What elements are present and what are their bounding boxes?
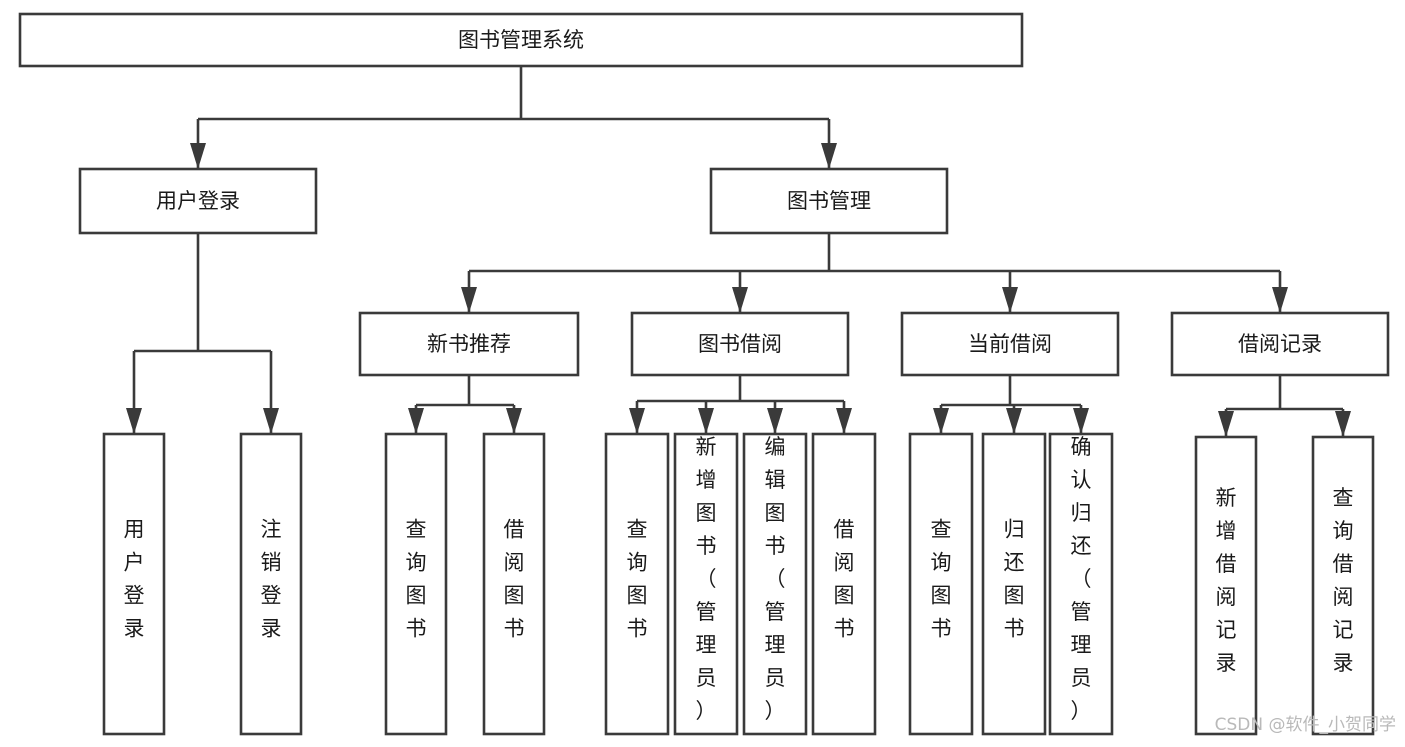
diagram-nodes: 图书管理系统用户登录图书管理新书推荐图书借阅当前借阅借阅记录用户登录注销登录查询… (18, 12, 1390, 736)
node-current-borrow[interactable]: 当前借阅 (900, 311, 1120, 377)
node-book-manage-rect (709, 167, 949, 235)
node-root-rect (18, 12, 1024, 68)
node-leaf-confirm-return-label: 确认归还（管理员） (1071, 435, 1092, 723)
node-book-borrow-label: 图书借阅 (698, 332, 782, 356)
node-book-manage-label: 图书管理 (787, 189, 871, 213)
node-leaf-confirm-return-rect (1048, 432, 1114, 736)
node-leaf-borrow-book-1-label: 借阅图书 (504, 518, 525, 641)
node-leaf-borrow-book-2[interactable]: 借阅图书 (811, 432, 877, 736)
node-leaf-query-book-3[interactable]: 查询图书 (908, 432, 974, 736)
node-current-borrow-label: 当前借阅 (968, 332, 1052, 356)
bookmanage-to-l2-arrow-1 (732, 287, 748, 313)
node-leaf-query-book-1[interactable]: 查询图书 (384, 432, 448, 736)
node-leaf-return-book[interactable]: 归还图书 (981, 432, 1047, 736)
node-leaf-query-record[interactable]: 查询借阅记录 (1311, 435, 1375, 736)
node-current-borrow-rect (900, 311, 1120, 377)
currentborrow-to-leaf-arrow-1 (1006, 408, 1022, 434)
borrowrecord-to-leaf-arrow-1 (1335, 411, 1351, 437)
node-leaf-edit-book[interactable]: 编辑图书（管理员） (742, 432, 808, 736)
node-leaf-confirm-return[interactable]: 确认归还（管理员） (1048, 432, 1114, 736)
node-leaf-query-book-2-rect (604, 432, 670, 736)
node-leaf-edit-book-rect (742, 432, 808, 736)
node-leaf-user-login-label: 用户登录 (124, 518, 145, 641)
node-leaf-add-record-label: 新增借阅记录 (1216, 486, 1237, 675)
node-root-label: 图书管理系统 (458, 28, 584, 52)
node-leaf-add-record[interactable]: 新增借阅记录 (1194, 435, 1258, 736)
node-leaf-query-record-rect (1311, 435, 1375, 736)
userlogin-to-leaf-arrow-0 (126, 408, 142, 434)
connector-lines (126, 66, 1351, 437)
node-leaf-query-book-1-label: 查询图书 (406, 518, 427, 641)
root-to-l1-arrow-0 (190, 143, 206, 169)
root-to-l1-arrow-1 (821, 143, 837, 169)
node-leaf-borrow-book-2-label: 借阅图书 (834, 518, 855, 641)
bookmanage-to-l2-arrow-3 (1272, 287, 1288, 313)
node-leaf-add-book-rect (673, 432, 739, 736)
node-leaf-query-book-2[interactable]: 查询图书 (604, 432, 670, 736)
node-leaf-user-login[interactable]: 用户登录 (102, 432, 166, 736)
node-leaf-return-book-rect (981, 432, 1047, 736)
currentborrow-to-leaf-arrow-0 (933, 408, 949, 434)
node-leaf-add-book[interactable]: 新增图书（管理员） (673, 432, 739, 736)
node-book-borrow-rect (630, 311, 850, 377)
node-leaf-logout-label: 注销登录 (261, 518, 282, 641)
node-borrow-record-label: 借阅记录 (1238, 332, 1322, 356)
node-leaf-query-book-2-label: 查询图书 (627, 518, 648, 641)
node-leaf-borrow-book-1[interactable]: 借阅图书 (482, 432, 546, 736)
node-book-manage[interactable]: 图书管理 (709, 167, 949, 235)
node-leaf-query-book-3-label: 查询图书 (931, 518, 952, 641)
node-leaf-query-record-label: 查询借阅记录 (1333, 486, 1354, 675)
userlogin-to-leaf-arrow-1 (263, 408, 279, 434)
node-user-login-label: 用户登录 (156, 189, 240, 213)
node-leaf-logout[interactable]: 注销登录 (239, 432, 303, 736)
node-borrow-record-rect (1170, 311, 1390, 377)
node-leaf-return-book-label: 归还图书 (1004, 518, 1025, 641)
borrowrecord-to-leaf-arrow-0 (1218, 411, 1234, 437)
node-user-login-rect (78, 167, 318, 235)
node-book-borrow[interactable]: 图书借阅 (630, 311, 850, 377)
bookmanage-to-l2-arrow-0 (461, 287, 477, 313)
currentborrow-to-leaf-arrow-2 (1073, 408, 1089, 434)
node-new-book-recommend-label: 新书推荐 (427, 332, 511, 356)
node-leaf-query-book-1-rect (384, 432, 448, 736)
node-root[interactable]: 图书管理系统 (18, 12, 1024, 68)
bookborrow-to-leaf-arrow-2 (767, 408, 783, 434)
node-leaf-user-login-rect (102, 432, 166, 736)
node-leaf-borrow-book-2-rect (811, 432, 877, 736)
newbook-to-leaf-arrow-0 (408, 408, 424, 434)
node-leaf-query-book-3-rect (908, 432, 974, 736)
node-new-book-recommend[interactable]: 新书推荐 (358, 311, 580, 377)
node-leaf-borrow-book-1-rect (482, 432, 546, 736)
node-leaf-add-book-label: 新增图书（管理员） (696, 435, 717, 723)
node-new-book-recommend-rect (358, 311, 580, 377)
bookborrow-to-leaf-arrow-0 (629, 408, 645, 434)
csdn-watermark: CSDN @软件_小贺同学 (1215, 715, 1396, 735)
node-borrow-record[interactable]: 借阅记录 (1170, 311, 1390, 377)
newbook-to-leaf-arrow-1 (506, 408, 522, 434)
node-user-login[interactable]: 用户登录 (78, 167, 318, 235)
node-leaf-edit-book-label: 编辑图书（管理员） (765, 435, 786, 723)
bookborrow-to-leaf-arrow-3 (836, 408, 852, 434)
bookborrow-to-leaf-arrow-1 (698, 408, 714, 434)
node-leaf-logout-rect (239, 432, 303, 736)
node-leaf-add-record-rect (1194, 435, 1258, 736)
bookmanage-to-l2-arrow-2 (1002, 287, 1018, 313)
